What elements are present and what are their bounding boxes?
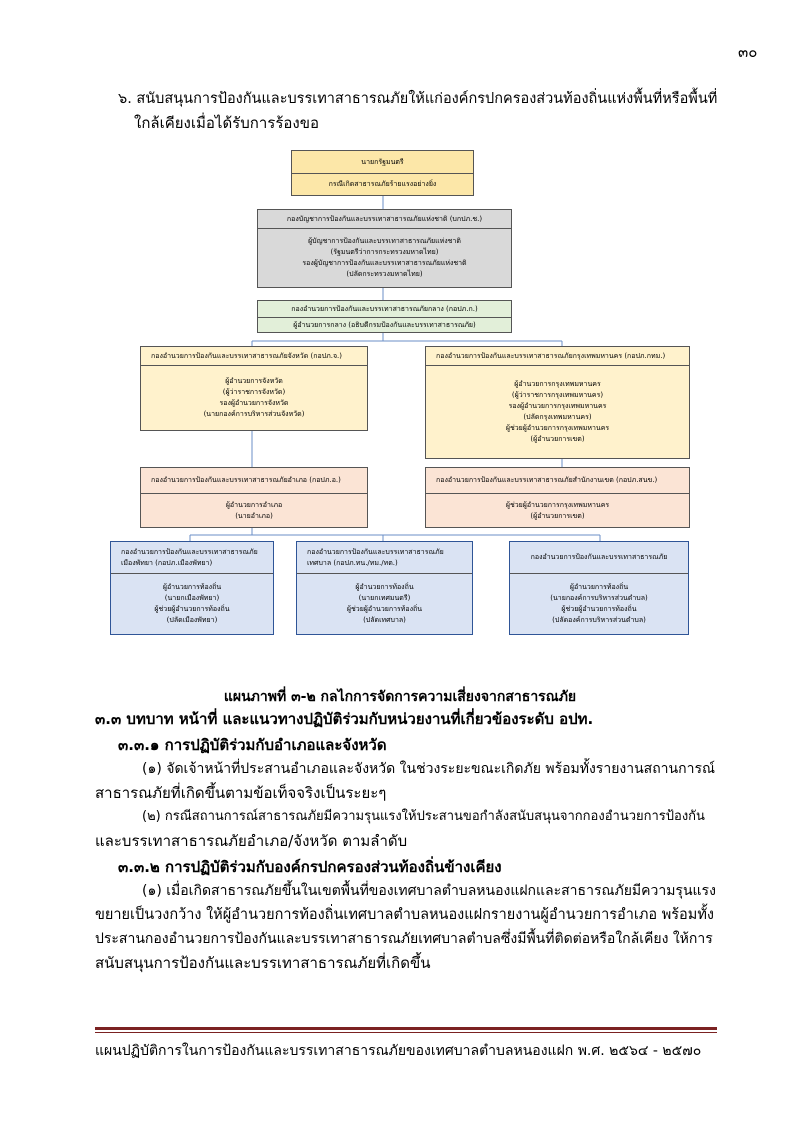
central-command-title: กองอำนวยการป้องกันและบรรเทาสาธารณภัยกลาง… — [258, 301, 511, 318]
bangkok-command-members: ผู้อำนวยการกรุงเทพมหานคร (ผู้ว่าราชการกร… — [426, 366, 689, 458]
bkk-district-line: ผู้ช่วยผู้อำนวยการกรุงเทพมหานคร — [505, 500, 610, 509]
sao-line: (นายกองค์การบริหารส่วนตำบล) — [550, 594, 648, 602]
page-number: ๓๐ — [738, 43, 758, 61]
province-command-title: กองอำนวยการป้องกันและบรรเทาสาธารณภัยจังห… — [141, 347, 367, 366]
municipality-command-title: กองอำนวยการป้องกันและบรรเทาสาธารณภัย เทศ… — [297, 542, 472, 574]
province-line: (นายกองค์การบริหารส่วนจังหวัด) — [203, 410, 305, 418]
paragraph-text: (๑) จัดเจ้าหน้าที่ประสานอำเภอและจังหวัด … — [142, 761, 715, 777]
paragraph-text: สนับสนุนการป้องกันและบรรเทาสาธารณภัยที่เ… — [95, 954, 431, 972]
bkk-district-command-box: กองอำนวยการป้องกันและบรรเทาสาธารณภัยสำนั… — [425, 467, 690, 528]
sao-line: (ปลัดองค์การบริหารส่วนตำบล) — [552, 616, 646, 624]
national-line: (รัฐมนตรีว่าการกระทรวงมหาดไทย) — [330, 248, 439, 256]
district-command-members: ผู้อำนวยการอำเภอ (นายอำเภอ) — [141, 494, 367, 527]
pattaya-title-line: กองอำนวยการป้องกันและบรรเทาสาธารณภัย — [121, 547, 258, 556]
pattaya-title-line: เมืองพัทยา (กอปภ.เมืองพัทยา) — [121, 558, 213, 567]
national-line: (ปลัดกระทรวงมหาดไทย) — [346, 270, 423, 278]
province-line: (ผู้ว่าราชการจังหวัด) — [222, 388, 286, 396]
bangkok-command-box: กองอำนวยการป้องกันและบรรเทาสาธารณภัยกรุง… — [425, 346, 690, 459]
pattaya-command-members: ผู้อำนวยการท้องถิ่น (นายกเมืองพัทยา) ผู้… — [111, 574, 273, 634]
subsection-heading-2: ๓.๓.๒ การปฏิบัติร่วมกับองค์กรปกครองส่วนท… — [118, 858, 502, 876]
subsection-heading-1: ๓.๓.๑ การปฏิบัติร่วมกับอำเภอและจังหวัด — [118, 736, 387, 754]
district-line: ผู้อำนวยการอำเภอ — [225, 500, 283, 509]
bkk-district-command-title: กองอำนวยการป้องกันและบรรเทาสาธารณภัยสำนั… — [426, 468, 689, 494]
province-line: ผู้อำนวยการจังหวัด — [225, 377, 283, 385]
pattaya-line: ผู้อำนวยการท้องถิ่น — [162, 583, 222, 591]
municipality-line: (ปลัดเทศบาล) — [363, 616, 406, 624]
footer-text: แผนปฏิบัติการในการป้องกันและบรรเทาสาธารณ… — [95, 1043, 702, 1059]
sao-line: ผู้ช่วยผู้อำนวยการท้องถิ่น — [561, 605, 637, 613]
sao-command-title: กองอำนวยการป้องกันและบรรเทาสาธารณภัย — [510, 542, 688, 574]
municipality-command-box: กองอำนวยการป้องกันและบรรเทาสาธารณภัย เทศ… — [296, 541, 473, 635]
footer-rule-thick — [95, 1027, 717, 1030]
paragraph-text: สาธารณภัยที่เกิดขึ้นตามข้อเท็จจริงเป็นระ… — [95, 784, 387, 802]
sao-line: ผู้อำนวยการท้องถิ่น — [569, 583, 629, 591]
national-command-members: ผู้บัญชาการป้องกันและบรรเทาสาธารณภัยแห่ง… — [258, 229, 511, 287]
national-line: ผู้บัญชาการป้องกันและบรรเทาสาธารณภัยแห่ง… — [308, 237, 461, 245]
province-command-members: ผู้อำนวยการจังหวัด (ผู้ว่าราชการจังหวัด)… — [141, 366, 367, 430]
district-line: (นายอำเภอ) — [235, 511, 273, 520]
org-chart-connectors — [189, 196, 601, 541]
footer-rule-thin — [95, 1032, 717, 1033]
pm-box: นายกรัฐมนตรี กรณีเกิดสาธารณภัยร้ายแรงอย่… — [291, 150, 474, 196]
central-command-box: กองอำนวยการป้องกันและบรรเทาสาธารณภัยกลาง… — [257, 300, 512, 333]
bangkok-line: (ปลัดกรุงเทพมหานคร) — [523, 413, 592, 421]
bangkok-line: (ผู้อำนวยการเขต) — [530, 435, 585, 443]
bkk-district-line: (ผู้อำนวยการเขต) — [530, 511, 585, 520]
sao-command-box: กองอำนวยการป้องกันและบรรเทาสาธารณภัย ผู้… — [509, 541, 689, 635]
paragraph-text: ขยายเป็นวงกว้าง ให้ผู้อำนวยการท้องถิ่นเท… — [95, 907, 714, 923]
paragraph-text: ประสานกองอำนวยการป้องกันและบรรเทาสาธารณภ… — [95, 931, 713, 947]
national-command-title: กองบัญชาการป้องกันและบรรเทาสาธารณภัยแห่ง… — [258, 210, 511, 229]
paragraph-text: และบรรเทาสาธารณภัยอำเภอ/จังหวัด ตามลำดับ — [95, 832, 408, 850]
province-line: รองผู้อำนวยการจังหวัด — [219, 399, 289, 407]
intro-line-2: ใกล้เคียงเมื่อได้รับการร้องขอ — [134, 114, 319, 132]
district-command-box: กองอำนวยการป้องกันและบรรเทาสาธารณภัยอำเภ… — [140, 467, 368, 528]
national-command-box: กองบัญชาการป้องกันและบรรเทาสาธารณภัยแห่ง… — [257, 209, 512, 288]
bangkok-line: ผู้อำนวยการกรุงเทพมหานคร — [514, 380, 601, 388]
pm-condition: กรณีเกิดสาธารณภัยร้ายแรงอย่างยิ่ง — [328, 180, 437, 188]
municipality-title-line: เทศบาล (กอปภ.ทน./ทม./ทต.) — [307, 558, 398, 567]
bangkok-line: รองผู้อำนวยการกรุงเทพมหานคร — [508, 402, 607, 410]
sao-command-members: ผู้อำนวยการท้องถิ่น (นายกองค์การบริหารส่… — [510, 574, 688, 634]
bangkok-command-title: กองอำนวยการป้องกันและบรรเทาสาธารณภัยกรุง… — [426, 347, 689, 366]
bangkok-line: ผู้ช่วยผู้อำนวยการกรุงเทพมหานคร — [505, 424, 610, 432]
municipality-line: ผู้ช่วยผู้อำนวยการท้องถิ่น — [346, 605, 423, 613]
pattaya-line: (นายกเมืองพัทยา) — [164, 594, 220, 602]
pattaya-command-box: กองอำนวยการป้องกันและบรรเทาสาธารณภัย เมื… — [110, 541, 274, 635]
bangkok-line: (ผู้ว่าราชการกรุงเทพมหานคร) — [511, 391, 604, 399]
municipality-command-members: ผู้อำนวยการท้องถิ่น (นายกเทศมนตรี) ผู้ช่… — [297, 574, 472, 634]
municipality-title-line: กองอำนวยการป้องกันและบรรเทาสาธารณภัย — [307, 547, 444, 556]
national-line: รองผู้บัญชาการป้องกันและบรรเทาสาธารณภัยแ… — [302, 259, 467, 267]
municipality-line: (นายกเทศมนตรี) — [358, 594, 411, 602]
pm-title: นายกรัฐมนตรี — [292, 151, 473, 174]
pattaya-command-title: กองอำนวยการป้องกันและบรรเทาสาธารณภัย เมื… — [111, 542, 273, 574]
district-command-title: กองอำนวยการป้องกันและบรรเทาสาธารณภัยอำเภ… — [141, 468, 367, 494]
pattaya-line: (ปลัดเมืองพัทยา) — [166, 616, 218, 624]
paragraph-text: (๑) เมื่อเกิดสาธารณภัยขึ้นในเขตพื้นที่ขอ… — [142, 883, 716, 899]
bkk-district-command-members: ผู้ช่วยผู้อำนวยการกรุงเทพมหานคร (ผู้อำนว… — [426, 494, 689, 527]
section-heading: ๓.๓ บทบาท หน้าที่ และแนวทางปฏิบัติร่วมกั… — [95, 710, 594, 728]
figure-caption: แผนภาพที่ ๓-๒ กลไกการจัดการความเสี่ยงจาก… — [223, 689, 577, 705]
pattaya-line: ผู้ช่วยผู้อำนวยการท้องถิ่น — [154, 605, 230, 613]
province-command-box: กองอำนวยการป้องกันและบรรเทาสาธารณภัยจังห… — [140, 346, 368, 431]
municipality-line: ผู้อำนวยการท้องถิ่น — [355, 583, 414, 591]
central-command-director: ผู้อำนวยการกลาง (อธิบดีกรมป้องกันและบรรเ… — [293, 320, 476, 329]
intro-line-1: ๖. สนับสนุนการป้องกันและบรรเทาสาธารณภัยใ… — [118, 91, 718, 107]
paragraph-text: (๒) กรณีสถานการณ์สาธารณภัยมีความรุนแรงให… — [142, 809, 705, 824]
